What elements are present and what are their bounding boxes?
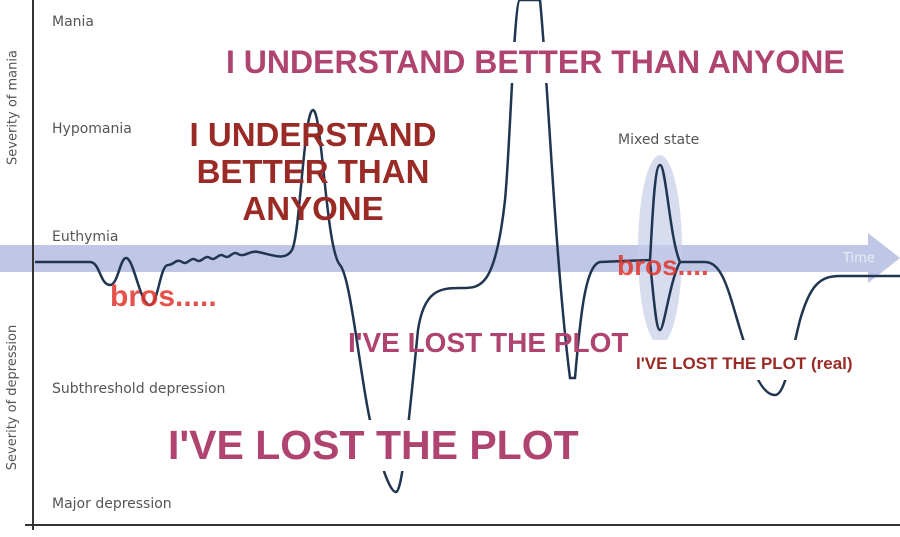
level-subthreshold-depression: Subthreshold depression bbox=[52, 381, 226, 397]
y-axis-label-depression: Severity of depression bbox=[5, 324, 20, 471]
caption-line: BETTER THAN bbox=[196, 153, 430, 190]
caption-line: I UNDERSTAND bbox=[189, 116, 437, 153]
level-hypomania: Hypomania bbox=[52, 121, 132, 137]
y-axis-label-mania: Severity of mania bbox=[5, 50, 21, 165]
caption-hypomania: I UNDERSTAND BETTER THAN ANYONE bbox=[168, 116, 458, 227]
mood-curve bbox=[35, 0, 900, 494]
caption-bros-left: bros..... bbox=[110, 280, 217, 313]
level-major-depression: Major depression bbox=[52, 496, 172, 512]
level-mania: Mania bbox=[52, 14, 94, 30]
caption-line: ANYONE bbox=[242, 190, 384, 227]
mixed-state-dip bbox=[648, 261, 682, 332]
mixed-state-label: Mixed state bbox=[618, 132, 700, 148]
caption-lost-real: I'VE LOST THE PLOT (real) bbox=[628, 340, 857, 380]
caption-top: I UNDERSTAND BETTER THAN ANYONE bbox=[218, 42, 853, 83]
caption-lost-mid: I'VE LOST THE PLOT bbox=[348, 327, 629, 358]
caption-lost-bottom: I'VE LOST THE PLOT bbox=[160, 420, 587, 471]
mixed-state-highlight bbox=[638, 155, 682, 345]
caption-bros-right: bros.... bbox=[617, 250, 709, 281]
level-euthymia: Euthymia bbox=[52, 229, 119, 245]
time-label: Time bbox=[843, 251, 875, 266]
